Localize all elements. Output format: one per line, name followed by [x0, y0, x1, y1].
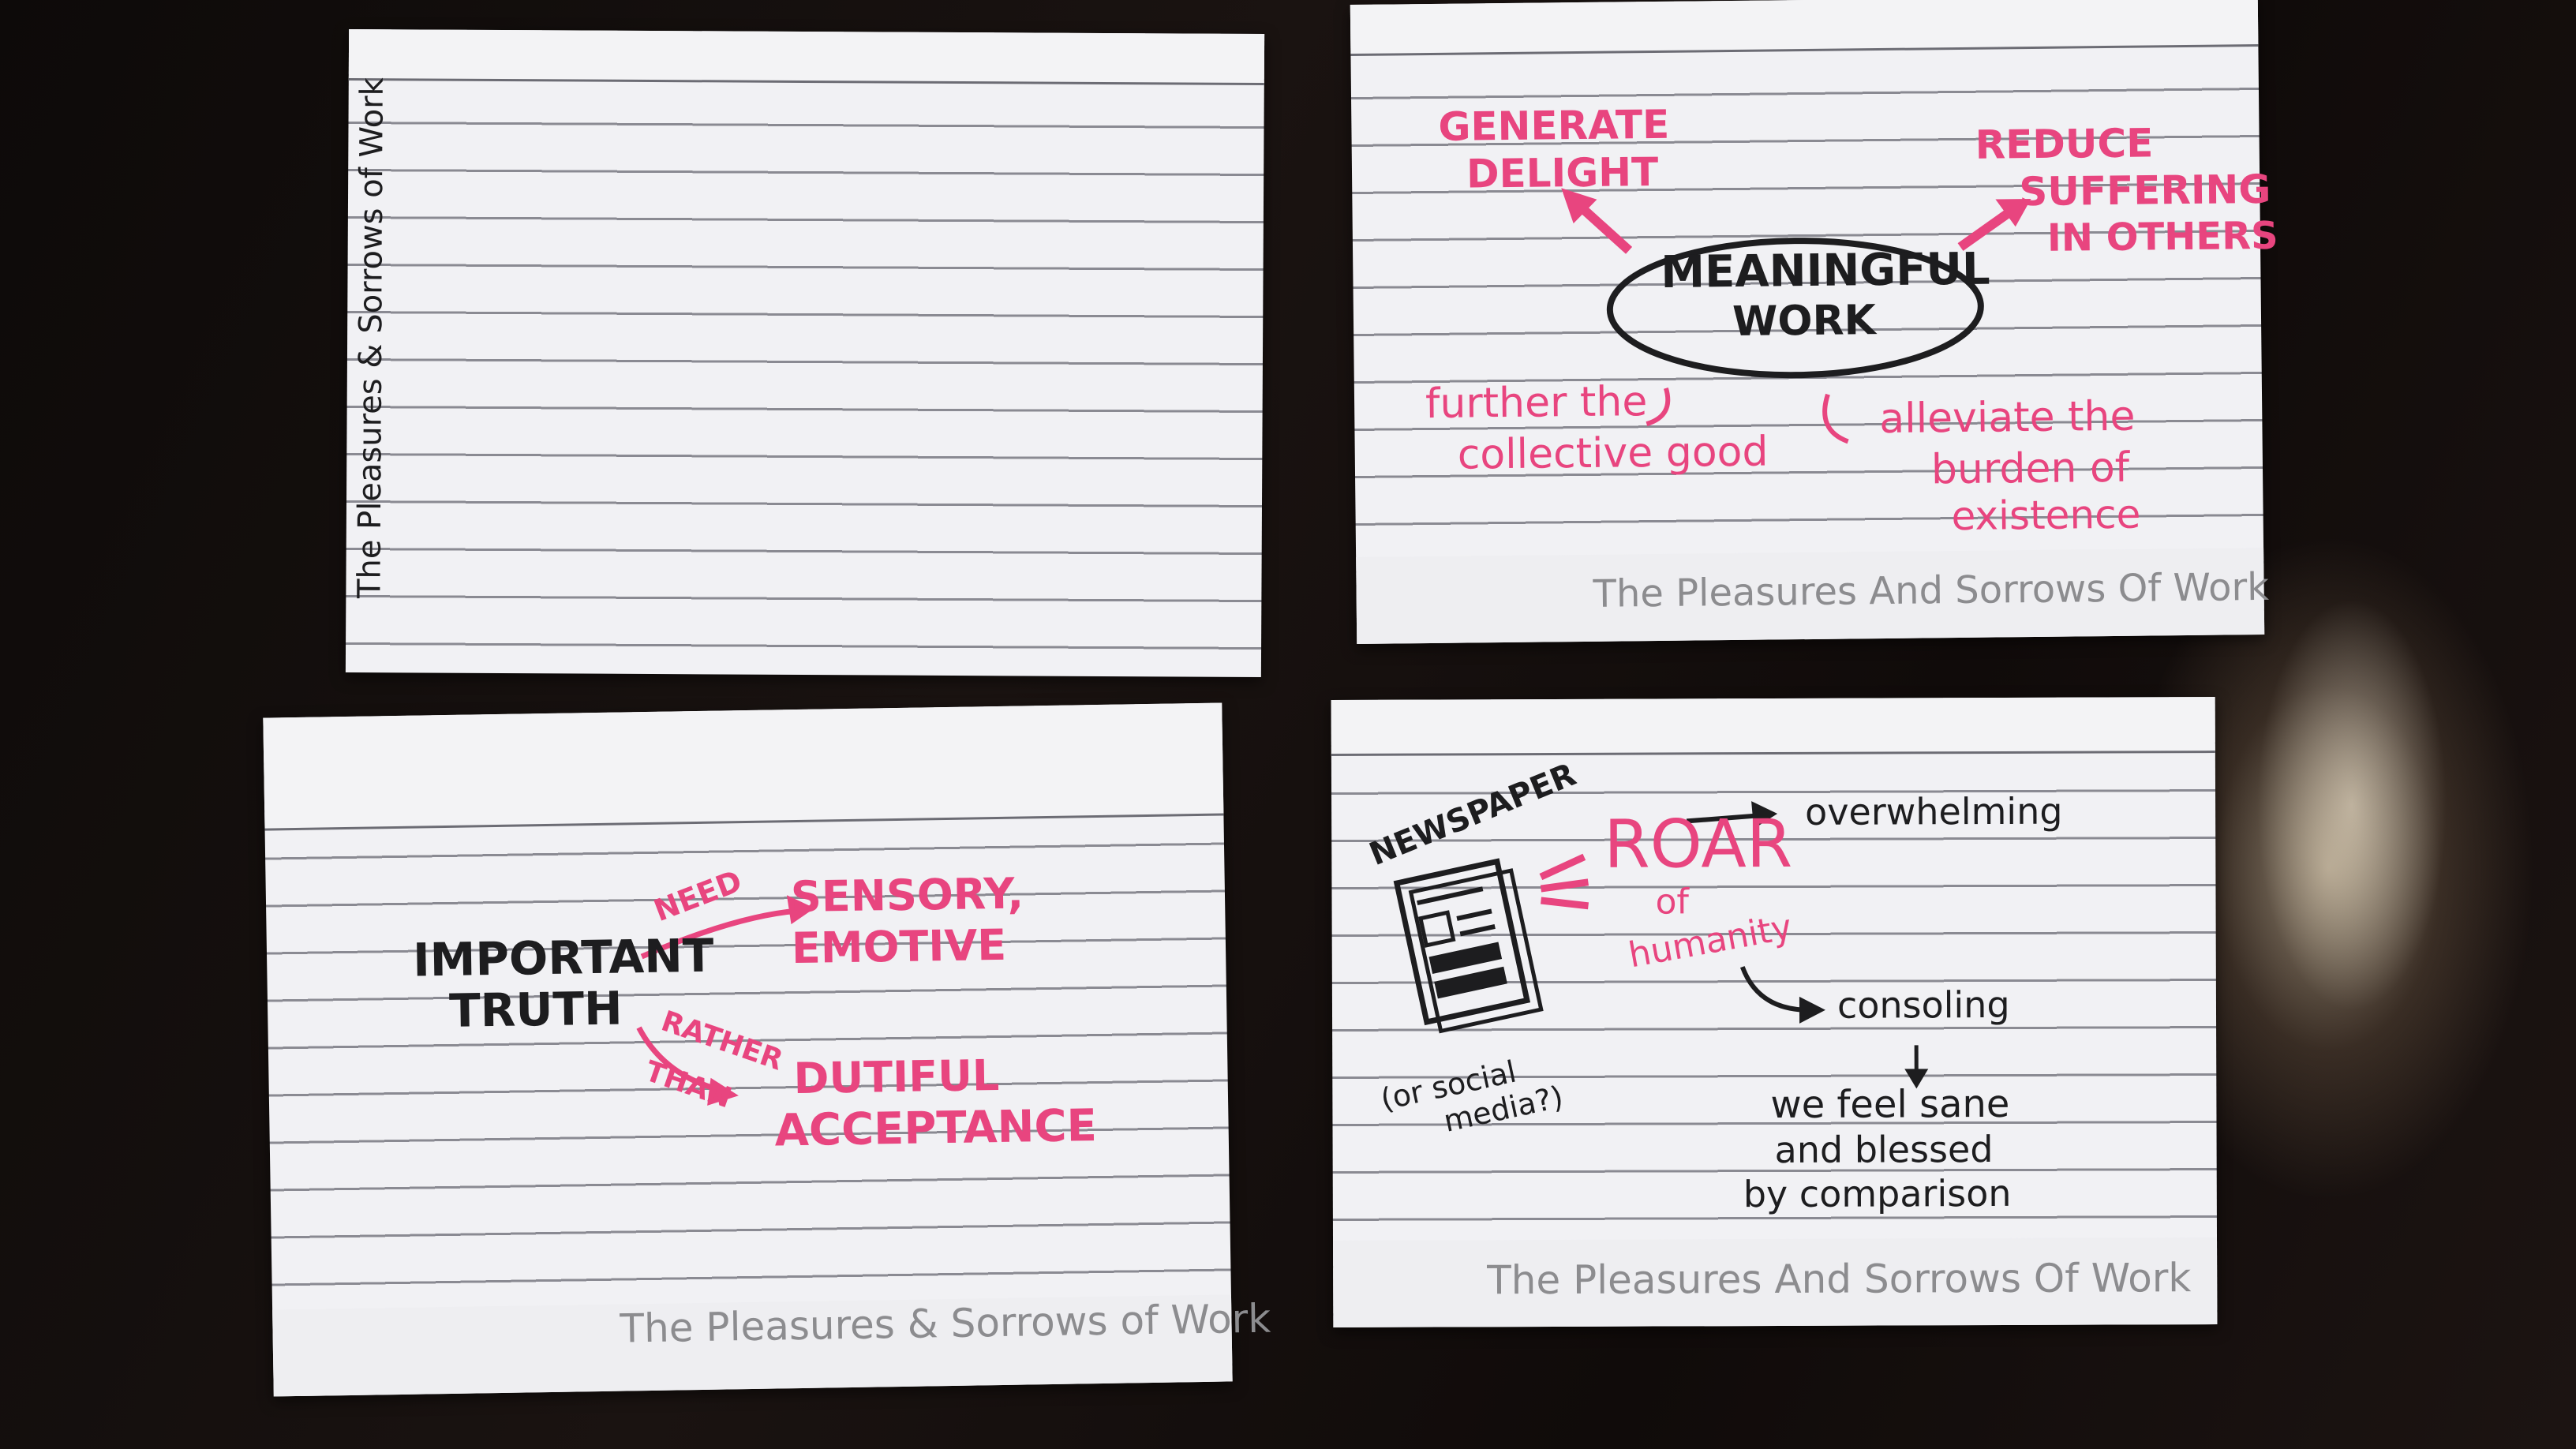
card-footer-title: The Pleasures And Sorrows Of Work [1593, 564, 2270, 616]
alleviate-burden-line2: burden of [1930, 444, 2130, 494]
dutiful-acceptance-line2: ACCEPTANCE [774, 1100, 1098, 1157]
sensory-emotive-line1: SENSORY, [790, 868, 1024, 923]
newspaper-drawing [1393, 801, 1929, 1089]
generate-delight-line1: GENERATE [1438, 101, 1670, 150]
collective-good-line1: further the [1425, 378, 1648, 429]
truth-arrows [636, 895, 815, 1106]
index-card-newspaper: NEWSPAPER (or social media?) ROAR of hum… [1331, 697, 2218, 1327]
index-card-meaningful-work: MEANINGFUL WORK GENERATE DELIGHT REDUCE … [1350, 0, 2278, 644]
card-side-title: The Pleasures & Sorrows of Work [351, 77, 391, 599]
important-truth-line2: TRUTH [448, 981, 623, 1038]
card-header-band [348, 28, 1265, 86]
newspaper-icon [1393, 858, 1544, 1034]
generate-delight-line2: DELIGHT [1466, 148, 1659, 197]
index-card-important-truth: IMPORTANT TRUTH NEED SENSORY, EMOTIVE RA… [263, 702, 1271, 1397]
alleviate-burden-line1: alleviate the [1879, 392, 2136, 444]
overwhelming-label: overwhelming [1805, 789, 2063, 833]
mindmap-arrows [1561, 188, 2031, 444]
alleviate-burden-line3: existence [1951, 491, 2141, 540]
reduce-suffering-line1: REDUCE [1975, 120, 2154, 168]
dutiful-acceptance-line1: DUTIFUL [793, 1050, 1000, 1104]
collective-good-line2: collective good [1457, 428, 1769, 479]
index-card-blank: The Pleasures & Sorrows of Work [345, 28, 1265, 678]
card-footer-title: The Pleasures & Sorrows of Work [620, 1295, 1271, 1352]
card-footer-title: The Pleasures And Sorrows Of Work [1487, 1255, 2192, 1304]
consoling-label: consoling [1837, 983, 2010, 1027]
reduce-suffering-line2: SUFFERING [2019, 166, 2271, 215]
result-line3: by comparison [1743, 1171, 2012, 1216]
center-concept-line1: MEANINGFUL [1661, 243, 1990, 298]
result-line1: we feel sane [1770, 1081, 2010, 1128]
roar-label: ROAR [1604, 804, 1793, 883]
roar-of: of [1655, 882, 1690, 923]
sensory-emotive-line2: EMOTIVE [791, 919, 1007, 974]
important-truth-line1: IMPORTANT [412, 928, 714, 987]
result-line2: and blessed [1774, 1128, 1994, 1171]
reduce-suffering-line3: IN OTHERS [2046, 213, 2278, 260]
center-concept-line2: WORK [1732, 297, 1877, 346]
